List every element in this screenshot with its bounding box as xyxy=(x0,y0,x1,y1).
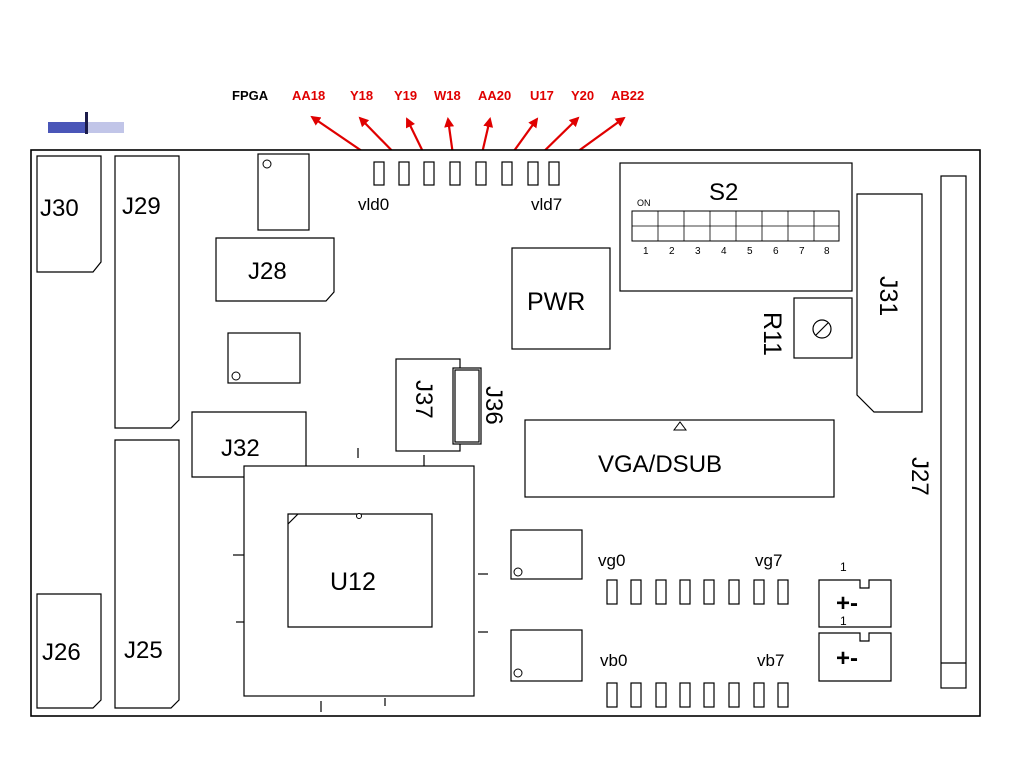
vg-led xyxy=(777,579,789,605)
vb-end-label: vb7 xyxy=(757,651,784,670)
potentiometer-r11: R11 xyxy=(758,297,853,359)
vg-led xyxy=(753,579,765,605)
s2-number: 2 xyxy=(669,246,675,257)
vb-led xyxy=(630,682,642,708)
vg-start-label: vg0 xyxy=(598,551,625,570)
vld-led xyxy=(475,161,487,186)
power-block: PWR xyxy=(511,247,611,350)
vga-dsub-connector: VGA/DSUB xyxy=(524,419,835,498)
vb-led xyxy=(728,682,740,708)
fpga-pin-w18: W18 xyxy=(434,88,461,103)
j32-label: J32 xyxy=(221,435,260,462)
s2-on-label: ON xyxy=(637,198,651,208)
vg-led xyxy=(655,579,667,605)
j28-label: J28 xyxy=(248,258,287,285)
vg-led xyxy=(630,579,642,605)
terminal-plus-minus-2: +- xyxy=(836,645,858,672)
component-chip-vb xyxy=(510,629,583,682)
pwr-label: PWR xyxy=(527,288,585,316)
vb-led xyxy=(777,682,789,708)
vg-led xyxy=(728,579,740,605)
potentiometer-icon xyxy=(812,319,832,339)
s2-numbers: 1 2 3 4 5 6 7 8 xyxy=(643,246,830,257)
vg-end-label: vg7 xyxy=(755,551,782,570)
triangle-marker-icon xyxy=(673,421,687,431)
vb-led xyxy=(753,682,765,708)
vga-label: VGA/DSUB xyxy=(598,451,722,478)
connector-j26: J26 xyxy=(36,593,102,709)
vld-led xyxy=(373,161,385,186)
slide-accent-bar xyxy=(48,112,124,134)
chip-u12: U12 xyxy=(233,448,488,712)
connector-j32: J32 xyxy=(191,411,307,478)
j30-label: J30 xyxy=(40,195,79,222)
vb-led xyxy=(703,682,715,708)
vg-led xyxy=(606,579,618,605)
vb-led xyxy=(679,682,691,708)
s2-number: 1 xyxy=(643,246,649,257)
vg-led xyxy=(679,579,691,605)
j31-label: J31 xyxy=(874,276,902,316)
connector-j25: J25 xyxy=(114,439,180,709)
fpga-pin-labels: AA18 Y18 Y19 W18 AA20 U17 Y20 AB22 xyxy=(292,88,644,103)
r11-label: R11 xyxy=(758,312,786,356)
j29-label: J29 xyxy=(122,193,161,220)
vb-led-row xyxy=(606,682,789,708)
s2-number: 3 xyxy=(695,246,701,257)
vld-end-label: vld7 xyxy=(531,195,562,214)
vb-start-label: vb0 xyxy=(600,651,627,670)
s2-number: 7 xyxy=(799,246,805,257)
s2-number: 5 xyxy=(747,246,753,257)
j25-label: J25 xyxy=(124,637,163,664)
vld-led xyxy=(501,161,513,186)
fpga-pin-aa20: AA20 xyxy=(478,88,511,103)
fpga-pin-y20: Y20 xyxy=(571,88,594,103)
component-chip-mid xyxy=(227,332,301,384)
component-chip-vg xyxy=(510,529,583,580)
j37-label: J37 xyxy=(410,380,437,419)
vld-led xyxy=(527,161,539,186)
connector-j28: J28 xyxy=(215,237,335,302)
fpga-pin-ab22: AB22 xyxy=(611,88,644,103)
j27-label: J27 xyxy=(906,457,933,496)
fpga-pin-y18: Y18 xyxy=(350,88,373,103)
power-terminal-1: 1 +- xyxy=(818,560,892,628)
fpga-label: FPGA xyxy=(232,88,269,103)
connector-j31: J31 xyxy=(856,193,923,413)
s2-label: S2 xyxy=(709,179,738,206)
s2-number: 8 xyxy=(824,246,830,257)
vld-led-row xyxy=(373,161,560,186)
vld-start-label: vld0 xyxy=(358,195,389,214)
vld-led xyxy=(398,161,410,186)
terminal-plus-minus-1: +- xyxy=(836,590,858,617)
vb-led xyxy=(655,682,667,708)
terminal-pin1-label-2: 1 xyxy=(840,614,847,628)
vld-led xyxy=(548,161,560,186)
power-terminal-2: 1 +- xyxy=(818,614,892,682)
terminal-pin1-label: 1 xyxy=(840,560,847,574)
fpga-pin-aa18: AA18 xyxy=(292,88,325,103)
connector-j30: J30 xyxy=(36,155,102,273)
vb-led xyxy=(606,682,618,708)
j26-label: J26 xyxy=(42,639,81,666)
s2-number: 4 xyxy=(721,246,727,257)
connector-j37: J37 xyxy=(395,358,461,452)
dip-switch-s2: S2 ON 1 2 3 4 5 6 7 8 xyxy=(619,162,853,292)
fpga-pin-u17: U17 xyxy=(530,88,554,103)
j36-label: J36 xyxy=(480,386,507,425)
vld-led xyxy=(423,161,435,186)
component-chip-top xyxy=(257,153,310,231)
s2-number: 6 xyxy=(773,246,779,257)
u12-label: U12 xyxy=(330,568,376,596)
vg-led-row xyxy=(606,579,789,605)
connector-j29: J29 xyxy=(114,155,180,429)
vg-led xyxy=(703,579,715,605)
vld-led xyxy=(449,161,461,186)
fpga-pin-y19: Y19 xyxy=(394,88,417,103)
connector-j36: J36 xyxy=(452,367,507,445)
connector-j27: J27 xyxy=(906,175,967,689)
